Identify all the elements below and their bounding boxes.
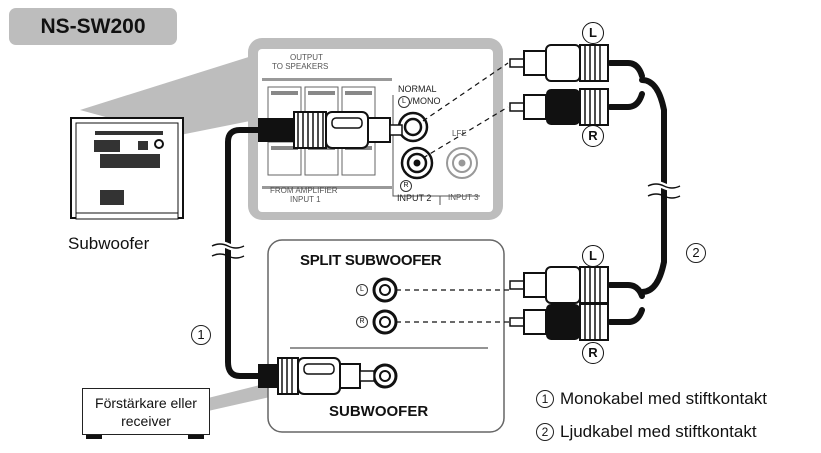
bottom-l-marker: L bbox=[582, 245, 604, 267]
mono-cable bbox=[225, 127, 261, 379]
subwoofer-cabinet bbox=[70, 117, 184, 220]
to-speakers-label: TO SPEAKERS bbox=[272, 62, 329, 71]
mono-plug-top bbox=[258, 111, 403, 149]
cable1-marker: 1 bbox=[191, 325, 211, 345]
input2-label: INPUT 2 bbox=[397, 193, 432, 203]
callout-wedge bbox=[80, 55, 255, 136]
stereo-plug-top-left bbox=[509, 44, 609, 82]
normal-mono-jack bbox=[397, 111, 429, 143]
amplifier-label: Förstärkare eller receiver bbox=[95, 394, 197, 429]
legend-text: Monokabel med stiftkontakt bbox=[560, 389, 767, 408]
lfe-label: LFE bbox=[452, 129, 467, 138]
bottom-r-marker: R bbox=[582, 342, 604, 364]
from-amplifier-label: FROM AMPLIFIER bbox=[270, 186, 338, 195]
input3-jack bbox=[446, 147, 478, 179]
cable2-marker: 2 bbox=[686, 243, 706, 263]
mono-l-marker: L bbox=[398, 96, 410, 108]
subwoofer-caption: Subwoofer bbox=[68, 234, 150, 253]
mono-plug-bottom bbox=[258, 357, 375, 395]
legend-text: Ljudkabel med stiftkontakt bbox=[560, 422, 757, 441]
split-r-marker: R bbox=[356, 316, 368, 328]
split-left-jack bbox=[372, 277, 398, 303]
legend-number: 2 bbox=[536, 423, 554, 441]
top-l-marker: L bbox=[582, 22, 604, 44]
input3-label: INPUT 3 bbox=[448, 193, 479, 202]
legend-number: 1 bbox=[536, 390, 554, 408]
split-l-marker: L bbox=[356, 284, 368, 296]
stereo-plug-top-right bbox=[509, 88, 609, 126]
input2-jack bbox=[400, 146, 434, 180]
subwoofer-out-label: SUBWOOFER bbox=[329, 403, 429, 420]
stereo-cable bbox=[607, 60, 667, 325]
input1-label: INPUT 1 bbox=[290, 195, 321, 204]
subwoofer-out-jack bbox=[372, 363, 398, 389]
top-r-marker: R bbox=[582, 125, 604, 147]
split-right-jack bbox=[372, 309, 398, 335]
model-badge: NS-SW200 bbox=[9, 8, 177, 45]
output-label: OUTPUT bbox=[290, 53, 323, 62]
mono-label: /MONO bbox=[410, 96, 441, 106]
normal-label: NORMAL bbox=[398, 84, 437, 94]
amplifier-box: Förstärkare eller receiver bbox=[82, 388, 210, 435]
legend-item-1: 1 Monokabel med stiftkontakt bbox=[536, 389, 767, 409]
split-subwoofer-label: SPLIT SUBWOOFER bbox=[300, 252, 442, 269]
dashed-guides bbox=[396, 62, 510, 323]
stereo-plug-bottom-left bbox=[509, 266, 609, 304]
legend-item-2: 2 Ljudkabel med stiftkontakt bbox=[536, 422, 757, 442]
input2-r-marker: R bbox=[400, 180, 412, 192]
stereo-plug-bottom-right bbox=[509, 303, 609, 341]
